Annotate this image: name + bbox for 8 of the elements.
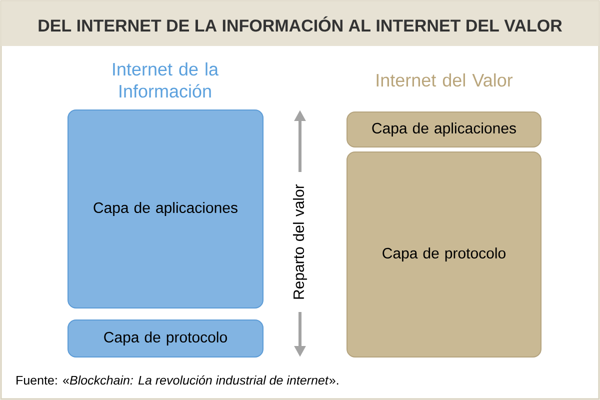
source-note: Fuente: «Blockchain: La revolución industrial de internet». <box>16 375 338 385</box>
column-heading: Internet del Valor <box>376 73 513 87</box>
title-band: DEL INTERNET DE LA INFORMACIÓN AL INTERNET DEL VALOR <box>1 1 599 46</box>
layer-box: Capa de protocolo <box>346 152 542 358</box>
layer-box: Capa de aplicaciones <box>346 112 542 148</box>
layer-box: Capa de protocolo <box>68 320 264 358</box>
axis-label: Reparto del valor <box>293 184 307 299</box>
layer-box: Capa de aplicaciones <box>68 110 264 308</box>
